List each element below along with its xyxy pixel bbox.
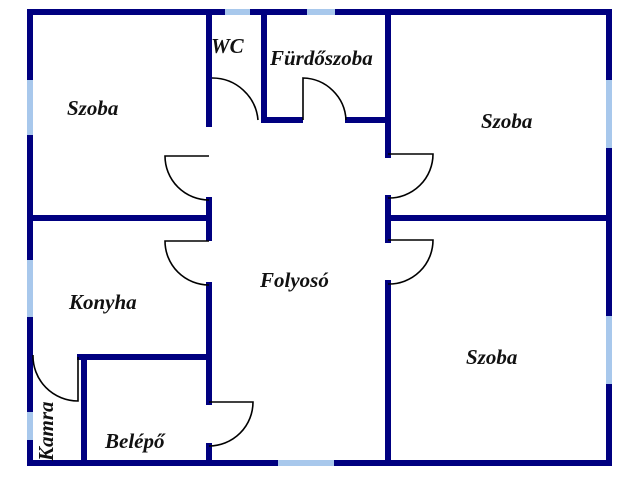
label-szoba-top-left: Szoba	[67, 96, 119, 120]
door-szoba-bottom-right	[387, 239, 434, 285]
window-left-kamra	[27, 412, 33, 440]
label-belepo: Belépő	[105, 429, 165, 453]
door-wc	[211, 77, 259, 121]
label-szoba-bottom-right: Szoba	[466, 345, 518, 369]
label-szoba-top-right: Szoba	[481, 109, 533, 133]
label-folyoso: Folyosó	[260, 268, 329, 292]
door-konyha	[164, 240, 210, 286]
label-furdoszoba: Fürdőszoba	[270, 46, 373, 70]
door-belepo	[208, 401, 254, 447]
window-left-konyha	[27, 260, 33, 317]
window-right-szoba-bottom	[606, 316, 612, 384]
window-bottom-folyoso	[278, 460, 334, 466]
window-right-szoba-top	[606, 80, 612, 148]
window-top-bath	[307, 9, 335, 15]
door-bathroom	[302, 77, 347, 121]
label-kamra: Kamra	[34, 401, 58, 461]
window-top-wc	[225, 9, 250, 15]
label-konyha: Konyha	[69, 290, 137, 314]
walls	[27, 9, 612, 466]
door-kamra	[32, 354, 79, 402]
windows	[27, 9, 612, 466]
doors	[32, 77, 434, 447]
door-szoba-top-left	[164, 155, 210, 201]
window-left-szoba	[27, 80, 33, 135]
door-szoba-top-right	[387, 153, 434, 199]
label-wc: WC	[211, 34, 244, 58]
